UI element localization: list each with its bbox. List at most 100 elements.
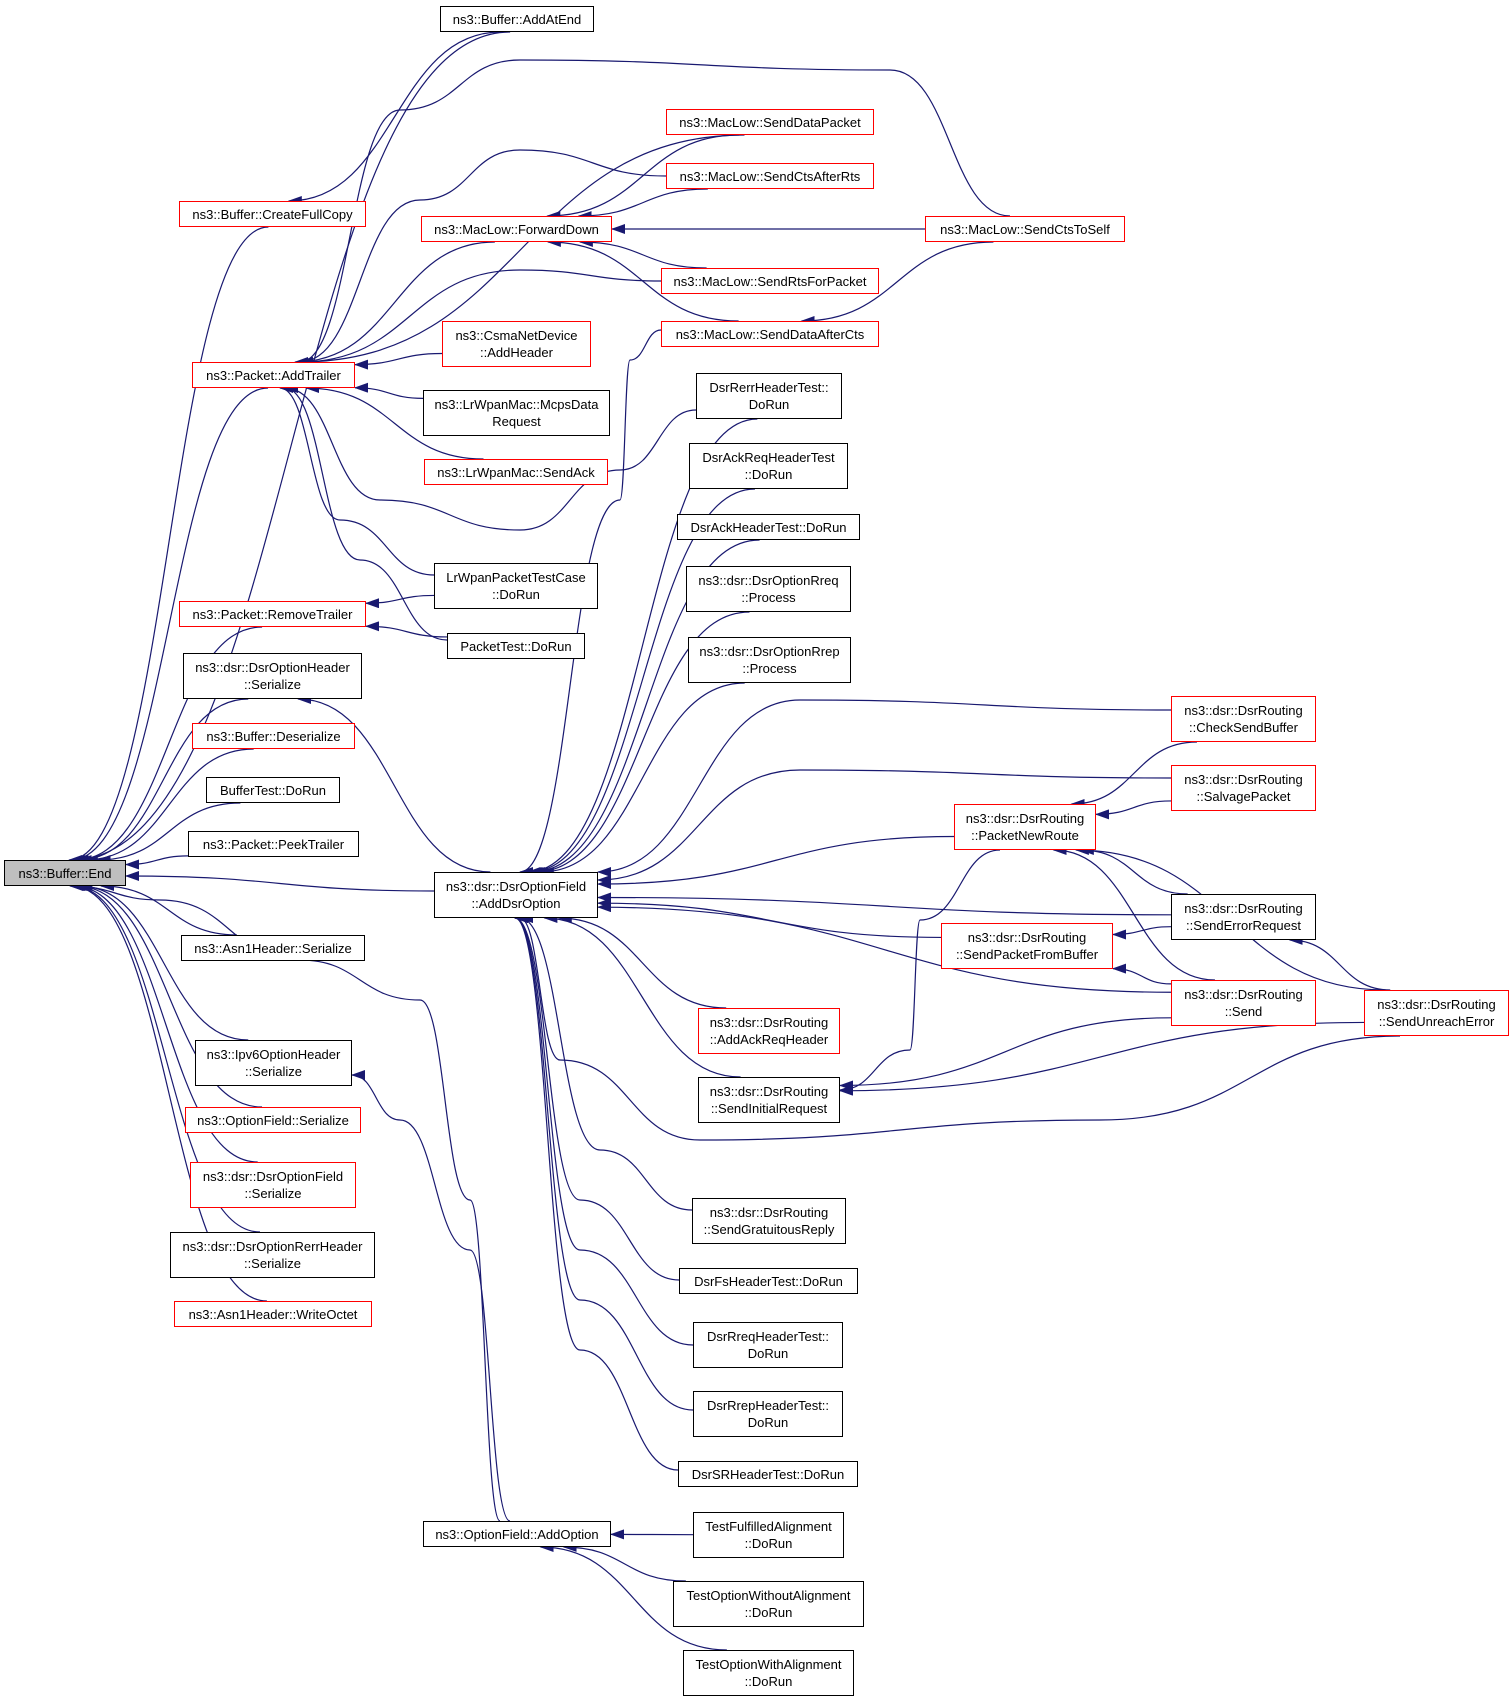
- call-edge-asn1_writeoctet-to-end: [70, 881, 267, 1302]
- call-edge-sendctstoself-to-addtrailer: [299, 59, 1011, 367]
- graph-node-dsrrerrtest[interactable]: DsrRerrHeaderTest:: DoRun: [696, 373, 842, 419]
- graph-node-dsrsrtest[interactable]: DsrSRHeaderTest::DoRun: [678, 1461, 858, 1487]
- graph-node-dsr_send[interactable]: ns3::dsr::DsrRouting ::Send: [1171, 980, 1316, 1026]
- call-edge-dsrrreqtest-to-adddsroption: [514, 913, 694, 1346]
- call-edge-dsracktest-to-adddsroption: [530, 539, 760, 877]
- call-edge-testwith-to-addoption: [539, 1542, 727, 1651]
- call-edge-packettest-to-removetrailer: [365, 621, 448, 638]
- graph-node-senderrorrequest[interactable]: ns3::dsr::DsrRouting ::SendErrorRequest: [1171, 894, 1316, 940]
- call-edge-createfullcopy-to-end: [68, 226, 269, 865]
- graph-node-removetrailer[interactable]: ns3::Packet::RemoveTrailer: [179, 601, 366, 627]
- call-edge-dsr_send-to-packetnewroute: [1052, 845, 1215, 981]
- call-edge-dsr_send-to-adddsroption: [597, 902, 1172, 993]
- graph-node-lrwpantest[interactable]: LrWpanPacketTestCase ::DoRun: [434, 563, 598, 609]
- graph-node-dsrfstest[interactable]: DsrFsHeaderTest::DoRun: [679, 1268, 858, 1294]
- graph-node-asn1_writeoctet[interactable]: ns3::Asn1Header::WriteOctet: [174, 1301, 372, 1327]
- call-edge-sendrtsforpacket-to-forwarddown: [578, 237, 707, 269]
- graph-node-dsracktest[interactable]: DsrAckHeaderTest::DoRun: [677, 514, 860, 540]
- call-edge-sendinitialrequest-to-adddsroption: [543, 913, 741, 1078]
- graph-node-testfulfilled[interactable]: TestFulfilledAlignment ::DoRun: [693, 1512, 844, 1558]
- graph-node-rreq_process[interactable]: ns3::dsr::DsrOptionRreq ::Process: [686, 566, 851, 612]
- call-edge-lrwpantest-to-addtrailer: [279, 383, 435, 576]
- call-edge-checksendbuffer-to-adddsroption: [597, 699, 1172, 877]
- graph-node-forwarddown[interactable]: ns3::MacLow::ForwardDown: [421, 216, 612, 242]
- graph-node-asn1_ser[interactable]: ns3::Asn1Header::Serialize: [181, 935, 365, 961]
- call-edge-dsrsrtest-to-adddsroption: [514, 913, 679, 1471]
- call-edge-addtrailer-to-end: [69, 387, 269, 865]
- graph-node-sendrtsforpacket[interactable]: ns3::MacLow::SendRtsForPacket: [661, 268, 879, 294]
- graph-node-dsroptionrerr_ser[interactable]: ns3::dsr::DsrOptionRerrHeader ::Serializ…: [170, 1232, 375, 1278]
- graph-node-testwith[interactable]: TestOptionWithAlignment ::DoRun: [683, 1650, 854, 1696]
- call-edge-dsrrerrtest-to-addtrailer: [284, 383, 697, 531]
- graph-node-dsrrreqtest[interactable]: DsrRreqHeaderTest:: DoRun: [693, 1322, 843, 1368]
- graph-node-salvagepacket[interactable]: ns3::dsr::DsrRouting ::SalvagePacket: [1171, 765, 1316, 811]
- graph-node-dsroptionfield_ser[interactable]: ns3::dsr::DsrOptionField ::Serialize: [190, 1162, 356, 1208]
- graph-node-sendctsafterrts[interactable]: ns3::MacLow::SendCtsAfterRts: [666, 163, 874, 189]
- graph-node-end: ns3::Buffer::End: [4, 860, 126, 886]
- call-edge-addoption-to-ipv6opt_ser: [351, 1070, 511, 1522]
- call-edge-rreq_process-to-adddsroption: [533, 611, 750, 877]
- call-edge-sendrtsforpacket-to-addtrailer: [299, 269, 662, 367]
- call-edge-dsr_send-to-sendinitialrequest: [839, 1017, 1172, 1091]
- graph-node-sendpacketfrombuffer[interactable]: ns3::dsr::DsrRouting ::SendPacketFromBuf…: [941, 923, 1113, 969]
- graph-node-ipv6opt_ser[interactable]: ns3::Ipv6OptionHeader ::Serialize: [195, 1040, 352, 1086]
- call-edge-addatend-to-createfullcopy: [287, 31, 501, 206]
- call-edge-packettest-to-addtrailer: [284, 383, 448, 641]
- graph-node-addackreqheader[interactable]: ns3::dsr::DsrRouting ::AddAckReqHeader: [698, 1008, 840, 1054]
- call-edge-sendgratuitousreply-to-adddsroption: [519, 913, 693, 1211]
- graph-node-sendunreacherror[interactable]: ns3::dsr::DsrRouting ::SendUnreachError: [1364, 990, 1509, 1036]
- call-edge-salvagepacket-to-packetnewroute: [1095, 800, 1172, 820]
- call-edge-mcpsdata-to-addtrailer: [354, 382, 424, 399]
- call-edge-senddataaftercts-to-forwarddown: [546, 237, 739, 322]
- graph-node-packetnewroute[interactable]: ns3::dsr::DsrRouting ::PacketNewRoute: [954, 804, 1096, 850]
- graph-node-rrep_process[interactable]: ns3::dsr::DsrOptionRrep ::Process: [688, 637, 851, 683]
- graph-node-sendgratuitousreply[interactable]: ns3::dsr::DsrRouting ::SendGratuitousRep…: [692, 1198, 846, 1244]
- call-edge-dsroptionfield_ser-to-end: [72, 881, 258, 1163]
- call-edge-adddsroption-to-end: [125, 870, 435, 892]
- graph-node-csma_addheader[interactable]: ns3::CsmaNetDevice ::AddHeader: [442, 321, 591, 367]
- graph-node-addtrailer[interactable]: ns3::Packet::AddTrailer: [192, 362, 355, 388]
- graph-node-buffer_deser[interactable]: ns3::Buffer::Deserialize: [192, 723, 355, 749]
- graph-node-checksendbuffer[interactable]: ns3::dsr::DsrRouting ::CheckSendBuffer: [1171, 696, 1316, 742]
- call-edge-sendctstoself-to-senddataaftercts: [800, 241, 994, 326]
- graph-node-packettest[interactable]: PacketTest::DoRun: [447, 633, 585, 659]
- graph-node-sendack[interactable]: ns3::LrWpanMac::SendAck: [424, 459, 608, 485]
- graph-node-addatend[interactable]: ns3::Buffer::AddAtEnd: [440, 6, 594, 32]
- graph-node-senddataaftercts[interactable]: ns3::MacLow::SendDataAfterCts: [661, 321, 879, 347]
- call-edge-addoption-to-end: [69, 881, 501, 1522]
- call-edge-senderrorrequest-to-sendpacketfrombuffer: [1112, 926, 1172, 940]
- graph-node-dsrackreqtest[interactable]: DsrAckReqHeaderTest ::DoRun: [689, 443, 848, 489]
- graph-node-optionfield_ser[interactable]: ns3::OptionField::Serialize: [185, 1107, 361, 1133]
- graph-node-sendinitialrequest[interactable]: ns3::dsr::DsrRouting ::SendInitialReques…: [698, 1077, 840, 1123]
- call-edge-csma_addheader-to-addtrailer: [354, 352, 443, 370]
- call-edge-dsrfstest-to-adddsroption: [514, 913, 680, 1281]
- call-edge-optionfield_ser-to-end: [74, 881, 263, 1108]
- graph-node-adddsroption[interactable]: ns3::dsr::DsrOptionField ::AddDsrOption: [434, 872, 598, 918]
- call-edge-dsr_send-to-sendpacketfrombuffer: [1112, 963, 1172, 985]
- graph-node-dsrreptest[interactable]: DsrRrepHeaderTest:: DoRun: [693, 1391, 843, 1437]
- graph-node-mcpsdata[interactable]: ns3::LrWpanMac::McpsData Request: [423, 390, 610, 436]
- call-edge-sendctsafterrts-to-addtrailer: [299, 149, 667, 367]
- graph-node-sendcdatapacket[interactable]: ns3::MacLow::SendDataPacket: [666, 109, 874, 135]
- call-edge-peektrailer-to-end: [125, 855, 189, 870]
- call-edge-buffer_deser-to-end: [83, 748, 254, 865]
- call-edge-asn1_ser-to-end: [100, 881, 237, 936]
- graph-node-addoption[interactable]: ns3::OptionField::AddOption: [423, 1521, 611, 1547]
- call-edge-sendctsafterrts-to-forwarddown: [577, 188, 708, 221]
- graph-node-sendctstoself[interactable]: ns3::MacLow::SendCtsToSelf: [925, 216, 1125, 242]
- graph-node-peektrailer[interactable]: ns3::Packet::PeekTrailer: [188, 831, 359, 857]
- call-edge-senderrorrequest-to-packetnewroute: [1079, 845, 1188, 895]
- call-edge-sendunreacherror-to-sendinitialrequest: [839, 1021, 1365, 1096]
- graph-node-buffertest[interactable]: BufferTest::DoRun: [206, 777, 340, 803]
- graph-node-dsroptionheader_ser[interactable]: ns3::dsr::DsrOptionHeader ::Serialize: [183, 653, 362, 699]
- call-edge-dsrackreqtest-to-adddsroption: [528, 488, 755, 877]
- call-edge-sendunreacherror-to-senderrorrequest: [1288, 935, 1391, 991]
- call-edge-ipv6opt_ser-to-end: [78, 881, 249, 1041]
- graph-node-createfullcopy[interactable]: ns3::Buffer::CreateFullCopy: [179, 201, 366, 227]
- graph-node-testwithout[interactable]: TestOptionWithoutAlignment ::DoRun: [673, 1581, 864, 1627]
- call-edge-packetnewroute-to-adddsroption: [597, 835, 955, 890]
- call-edge-salvagepacket-to-adddsroption: [597, 769, 1172, 885]
- call-edge-checksendbuffer-to-packetnewroute: [1070, 741, 1197, 809]
- call-edge-dsroptionheader_ser-to-end: [77, 698, 249, 865]
